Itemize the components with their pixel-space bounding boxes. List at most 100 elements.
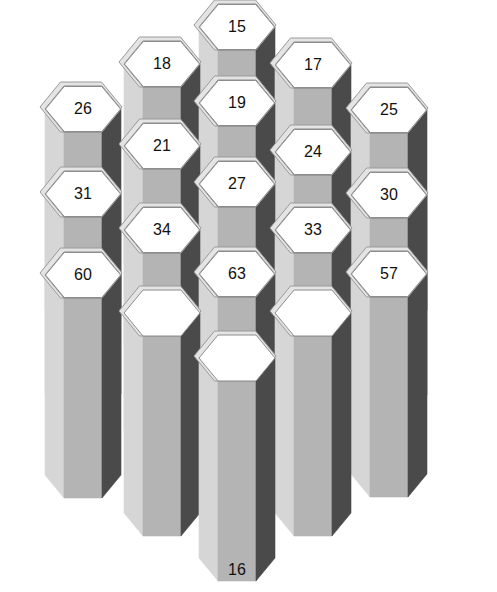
prism-right-face [102, 275, 121, 498]
hex-cell: 17 [275, 42, 351, 88]
hex-shape [46, 87, 121, 132]
hex-cell: 31 [45, 171, 121, 217]
bottom-number: 16 [228, 562, 246, 578]
hex-top [45, 171, 121, 217]
hex-top [351, 87, 427, 133]
hex-shape [125, 124, 200, 169]
hex-cell: 15 [199, 4, 275, 50]
prism-front-face [143, 336, 181, 536]
prism-right-face [256, 358, 275, 581]
prism-rim [194, 76, 276, 126]
cell-number: 15 [228, 19, 246, 35]
hex-cell: 21 [124, 123, 200, 169]
hex-top [275, 290, 351, 336]
prism-front-face [294, 336, 332, 536]
prism-rim [40, 167, 122, 217]
hex-top [45, 252, 121, 298]
hex-cell: 34 [124, 207, 200, 253]
cell-number: 21 [153, 138, 171, 154]
hex-cell: 19 [199, 80, 275, 126]
prism-rim [346, 247, 428, 297]
cell-number: 60 [74, 267, 92, 283]
hex-top [275, 129, 351, 175]
hex-shape [46, 253, 121, 298]
prism-front-face [218, 381, 256, 581]
hex-shape [352, 173, 427, 218]
hex-top [199, 335, 275, 381]
hex-top [124, 123, 200, 169]
hex-shape [200, 5, 275, 50]
prism-right-face [181, 313, 200, 536]
prism-left-face [351, 274, 370, 497]
cell-number: 33 [304, 222, 322, 238]
hex-shape [125, 42, 200, 87]
cell-number: 25 [380, 102, 398, 118]
hex-shape [200, 162, 275, 207]
prism-rim [194, 247, 276, 297]
prism-left-face [199, 358, 218, 581]
cell-number: 57 [380, 266, 398, 282]
prism-front-face [64, 298, 102, 498]
cell-number: 17 [304, 57, 322, 73]
prism-rim [270, 286, 352, 336]
prism-right-face [332, 313, 351, 536]
hex-top [275, 42, 351, 88]
hex-shape [352, 252, 427, 297]
prism-rim [270, 125, 352, 175]
hex-top [275, 207, 351, 253]
prism-left-face [45, 275, 64, 498]
hex-top [199, 4, 275, 50]
hex-cell: 27 [199, 161, 275, 207]
prism-rim [194, 0, 276, 50]
hex-shape [46, 172, 121, 217]
cell-number: 31 [74, 186, 92, 202]
cell-number: 24 [304, 144, 322, 160]
hex-top [199, 251, 275, 297]
hex-top [199, 161, 275, 207]
prism-left-face [124, 313, 143, 536]
prism-front-face [370, 297, 408, 497]
cell-number: 34 [153, 222, 171, 238]
hex-top [124, 290, 200, 336]
hex-top [351, 251, 427, 297]
hex-cell: 33 [275, 207, 351, 253]
hex-shape [200, 81, 275, 126]
prism-rim [119, 286, 201, 336]
hex-top [124, 207, 200, 253]
prism-rim [194, 157, 276, 207]
hex-cell: 30 [351, 172, 427, 218]
hex-cell: 24 [275, 129, 351, 175]
cell-number: 26 [74, 101, 92, 117]
hex-cell: 18 [124, 41, 200, 87]
hex-cell: 26 [45, 86, 121, 132]
cell-number: 27 [228, 176, 246, 192]
hex-shape [125, 208, 200, 253]
hex-top [45, 86, 121, 132]
prism-left-face [275, 313, 294, 536]
cell-number: 18 [153, 56, 171, 72]
hex-cell: 25 [351, 87, 427, 133]
cell-number: 19 [228, 95, 246, 111]
hex-shape [276, 208, 351, 253]
hex-top [124, 41, 200, 87]
prism-rim [270, 38, 352, 88]
hex-top [351, 172, 427, 218]
prism-rim [40, 82, 122, 132]
prism-rim [270, 203, 352, 253]
hex-top [199, 80, 275, 126]
hex-shape [276, 130, 351, 175]
prism-rim [119, 119, 201, 169]
prism-rim [40, 248, 122, 298]
prism-rim [346, 83, 428, 133]
prism-right-face [408, 274, 427, 497]
hex-shape [352, 88, 427, 133]
prism-rim [346, 168, 428, 218]
prism-rim [119, 37, 201, 87]
cell-number: 30 [380, 187, 398, 203]
prism-rim [119, 203, 201, 253]
hex-cell: 57 [351, 251, 427, 297]
hex-cell: 60 [45, 252, 121, 298]
hex-cell: 63 [199, 251, 275, 297]
hex-shape [200, 252, 275, 297]
